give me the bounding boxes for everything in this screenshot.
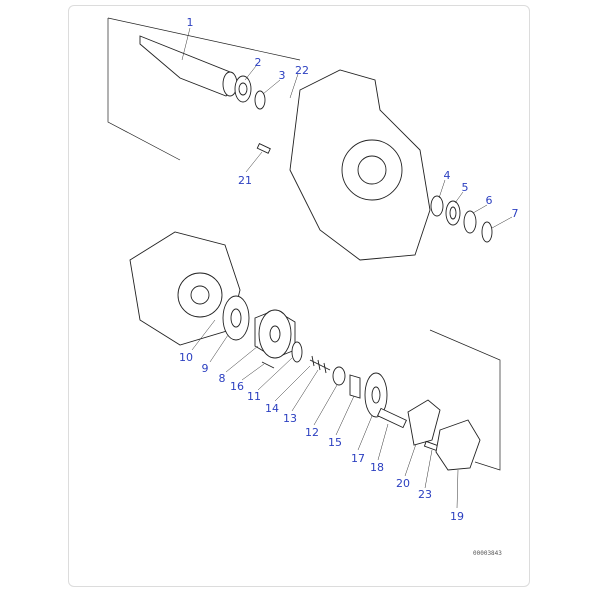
snap-ring-part	[254, 90, 266, 110]
callout-3: 3	[279, 69, 286, 82]
bearing-part	[234, 75, 252, 103]
callout-12: 12	[305, 426, 319, 439]
callout-16: 16	[230, 380, 244, 393]
callout-11: 11	[247, 390, 261, 403]
diagram-frame	[68, 5, 530, 587]
ball-guide-part	[349, 374, 361, 399]
pump-housing-lower	[129, 231, 241, 346]
callout-18: 18	[370, 461, 384, 474]
callout-labels: 1 2 3 22 21 4 5 6 7 10 9 8 16 11 14 13 1…	[179, 16, 519, 523]
cylinder-block-part	[254, 309, 296, 359]
callout-13: 13	[283, 412, 297, 425]
callout-22: 22	[295, 64, 309, 77]
callout-19: 19	[450, 510, 464, 523]
callout-10: 10	[179, 351, 193, 364]
callout-14: 14	[265, 402, 279, 415]
valve-plate-part	[222, 295, 250, 341]
ring-part	[291, 341, 303, 363]
drawing-code: 00003843	[473, 550, 502, 557]
pump-housing-upper	[289, 69, 431, 261]
callout-15: 15	[328, 436, 342, 449]
callout-4: 4	[444, 169, 451, 182]
cover-part	[435, 419, 481, 471]
pin-part-2	[261, 361, 275, 369]
spring-part	[309, 355, 331, 374]
retainer-plate-part	[364, 372, 388, 418]
callout-9: 9	[202, 362, 209, 375]
leader-lines	[181, 27, 513, 509]
callout-6: 6	[486, 194, 493, 207]
callout-8: 8	[219, 372, 226, 385]
callout-21: 21	[238, 174, 252, 187]
reference-lines	[107, 17, 501, 471]
callout-1: 1	[187, 16, 194, 29]
seal-parts-upper	[430, 195, 493, 243]
swash-plate-part	[407, 399, 441, 446]
callout-17: 17	[351, 452, 365, 465]
piston-part	[377, 407, 407, 429]
callout-7: 7	[512, 207, 519, 220]
callout-20: 20	[396, 477, 410, 490]
callout-2: 2	[255, 56, 262, 69]
callout-23: 23	[418, 488, 432, 501]
callout-5: 5	[462, 181, 469, 194]
washer-part	[332, 366, 346, 386]
pin-part	[256, 143, 271, 154]
shaft-part	[139, 35, 238, 97]
